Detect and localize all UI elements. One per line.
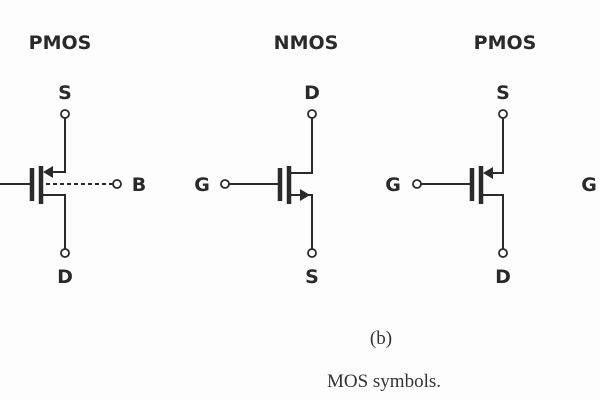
nmos-symbol: NMOS G D S — [194, 32, 338, 288]
body-label: B — [132, 174, 146, 196]
drain-terminal — [307, 109, 317, 119]
source-terminal — [60, 109, 70, 119]
drain-terminal — [60, 248, 70, 258]
symbol-title: NMOS — [274, 32, 339, 54]
symbol-title: PMOS — [29, 32, 92, 54]
source-label: S — [305, 266, 319, 288]
source-wire — [488, 118, 504, 174]
pmos-symbol: PMOS G S D — [385, 32, 536, 288]
source-label: S — [496, 82, 510, 104]
gate-label: G — [194, 174, 210, 196]
source-arrow-icon — [483, 167, 493, 179]
source-wire — [291, 194, 313, 249]
symbol-title: PMOS — [474, 32, 537, 54]
drain-label: D — [304, 82, 320, 104]
drain-wire — [43, 194, 66, 249]
subfigure-label: (b) — [370, 328, 392, 349]
drain-label: D — [495, 266, 511, 288]
source-label: S — [58, 82, 72, 104]
gate-terminal — [412, 179, 422, 189]
gate-terminal — [220, 179, 230, 189]
source-wire — [48, 118, 66, 173]
source-terminal — [307, 248, 317, 258]
gate-label: G — [385, 174, 401, 196]
drain-wire — [291, 118, 313, 174]
source-arrow-icon — [300, 189, 310, 201]
drain-label: D — [57, 266, 73, 288]
figure-caption: MOS symbols. — [327, 371, 441, 392]
source-arrow-icon — [43, 166, 53, 178]
source-terminal — [498, 109, 508, 119]
drain-terminal — [498, 248, 508, 258]
pmos-with-body-symbol: PMOS S D B — [0, 32, 146, 288]
drain-wire — [483, 194, 504, 249]
gate-label-partial: G — [581, 174, 597, 196]
body-terminal — [112, 179, 122, 189]
